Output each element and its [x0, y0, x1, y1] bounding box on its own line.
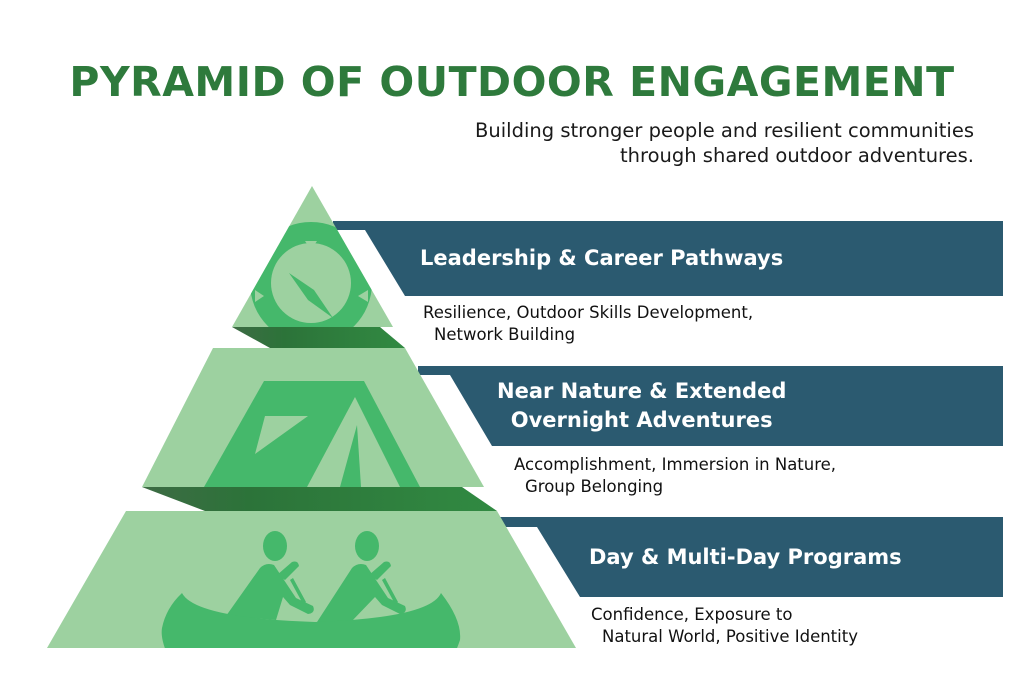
tier-2-description-line-2: Group Belonging	[525, 477, 664, 496]
tier-2-heading: Near Nature & Extended Overnight Adventu…	[497, 377, 786, 435]
tier-1-description: Resilience, Outdoor Skills Development, …	[423, 302, 753, 346]
banner-tier-2	[418, 366, 1003, 446]
tier-2-description-line-1: Accomplishment, Immersion in Nature,	[514, 455, 837, 474]
tier-2-description: Accomplishment, Immersion in Nature, Gro…	[514, 454, 836, 498]
tier-1-heading: Leadership & Career Pathways	[420, 244, 783, 273]
tier-1-description-line-2: Network Building	[434, 325, 576, 344]
tier-3-description-line-1: Confidence, Exposure to	[591, 605, 793, 624]
canoe-icon	[161, 531, 461, 648]
tier-3-heading: Day & Multi-Day Programs	[589, 543, 902, 572]
tier-3-description-line-2: Natural World, Positive Identity	[602, 627, 858, 646]
tier-1-description-line-1: Resilience, Outdoor Skills Development,	[423, 303, 754, 322]
pyramid-shelf-2	[142, 487, 497, 511]
banner-tier-1	[333, 221, 1003, 296]
subtitle-line-1: Building stronger people and resilient c…	[475, 119, 974, 142]
subtitle-line-2: through shared outdoor adventures.	[619, 144, 974, 167]
tier-3-description: Confidence, Exposure to Natural World, P…	[591, 604, 858, 648]
compass-icon	[250, 222, 372, 327]
pyramid-shelf-1	[232, 327, 405, 348]
tier-2-heading-line-1: Near Nature & Extended	[497, 379, 787, 403]
page-title: PYRAMID OF OUTDOOR ENGAGEMENT	[69, 58, 955, 106]
tent-icon	[204, 381, 420, 487]
subtitle: Building stronger people and resilient c…	[475, 118, 974, 168]
tier-2-heading-line-2: Overnight Adventures	[510, 408, 773, 432]
paddler-icon	[226, 531, 406, 622]
tier-3-heading-line: Day & Multi-Day Programs	[589, 545, 902, 569]
tier-1-heading-line: Leadership & Career Pathways	[420, 246, 784, 270]
